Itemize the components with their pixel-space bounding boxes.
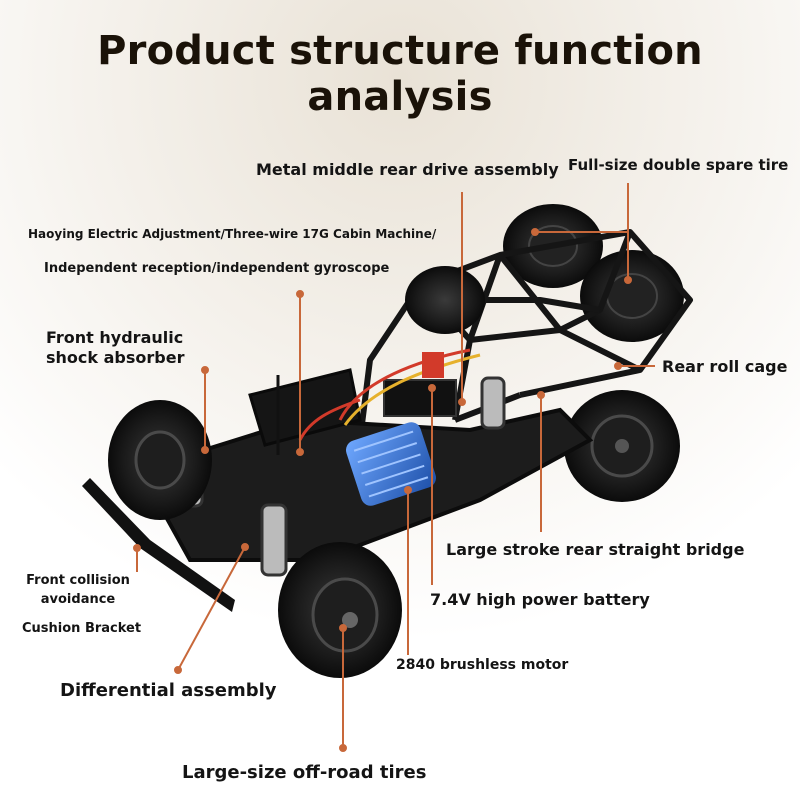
- front-left-wheel: [108, 400, 212, 520]
- label-front-collision-line2: avoidance: [40, 592, 116, 607]
- label-rear-bridge: Large stroke rear straight bridge: [446, 540, 745, 559]
- front-right-wheel: [278, 542, 402, 678]
- label-metal-rear-drive: Metal middle rear drive assembly: [256, 160, 559, 179]
- label-front-shock-line2: shock absorber: [46, 348, 185, 367]
- rear-right-wheel: [564, 390, 680, 502]
- rear-shock: [480, 376, 506, 430]
- label-rear-roll-cage: Rear roll cage: [662, 357, 788, 376]
- page-title: Product structure function analysis: [97, 28, 703, 120]
- brushless-motor: [346, 422, 436, 506]
- label-motor: 2840 brushless motor: [396, 657, 569, 673]
- label-front-shock-line1: Front hydraulic: [46, 328, 184, 347]
- label-spare-tire: Full-size double spare tire: [568, 156, 789, 174]
- label-haoying-line2: Independent reception/independent gyrosc…: [44, 261, 390, 276]
- wiring: [298, 348, 481, 441]
- label-front-collision-line1: Front collision: [26, 573, 130, 588]
- label-differential: Differential assembly: [60, 680, 277, 701]
- rear-left-wheel: [405, 266, 485, 334]
- battery-connector: [422, 352, 444, 378]
- label-battery: 7.4V high power battery: [430, 590, 650, 609]
- label-haoying-line1: Haoying Electric Adjustment/Three-wire 1…: [28, 227, 437, 241]
- label-cushion-bracket: Cushion Bracket: [22, 621, 142, 636]
- label-tires: Large-size off-road tires: [182, 762, 427, 783]
